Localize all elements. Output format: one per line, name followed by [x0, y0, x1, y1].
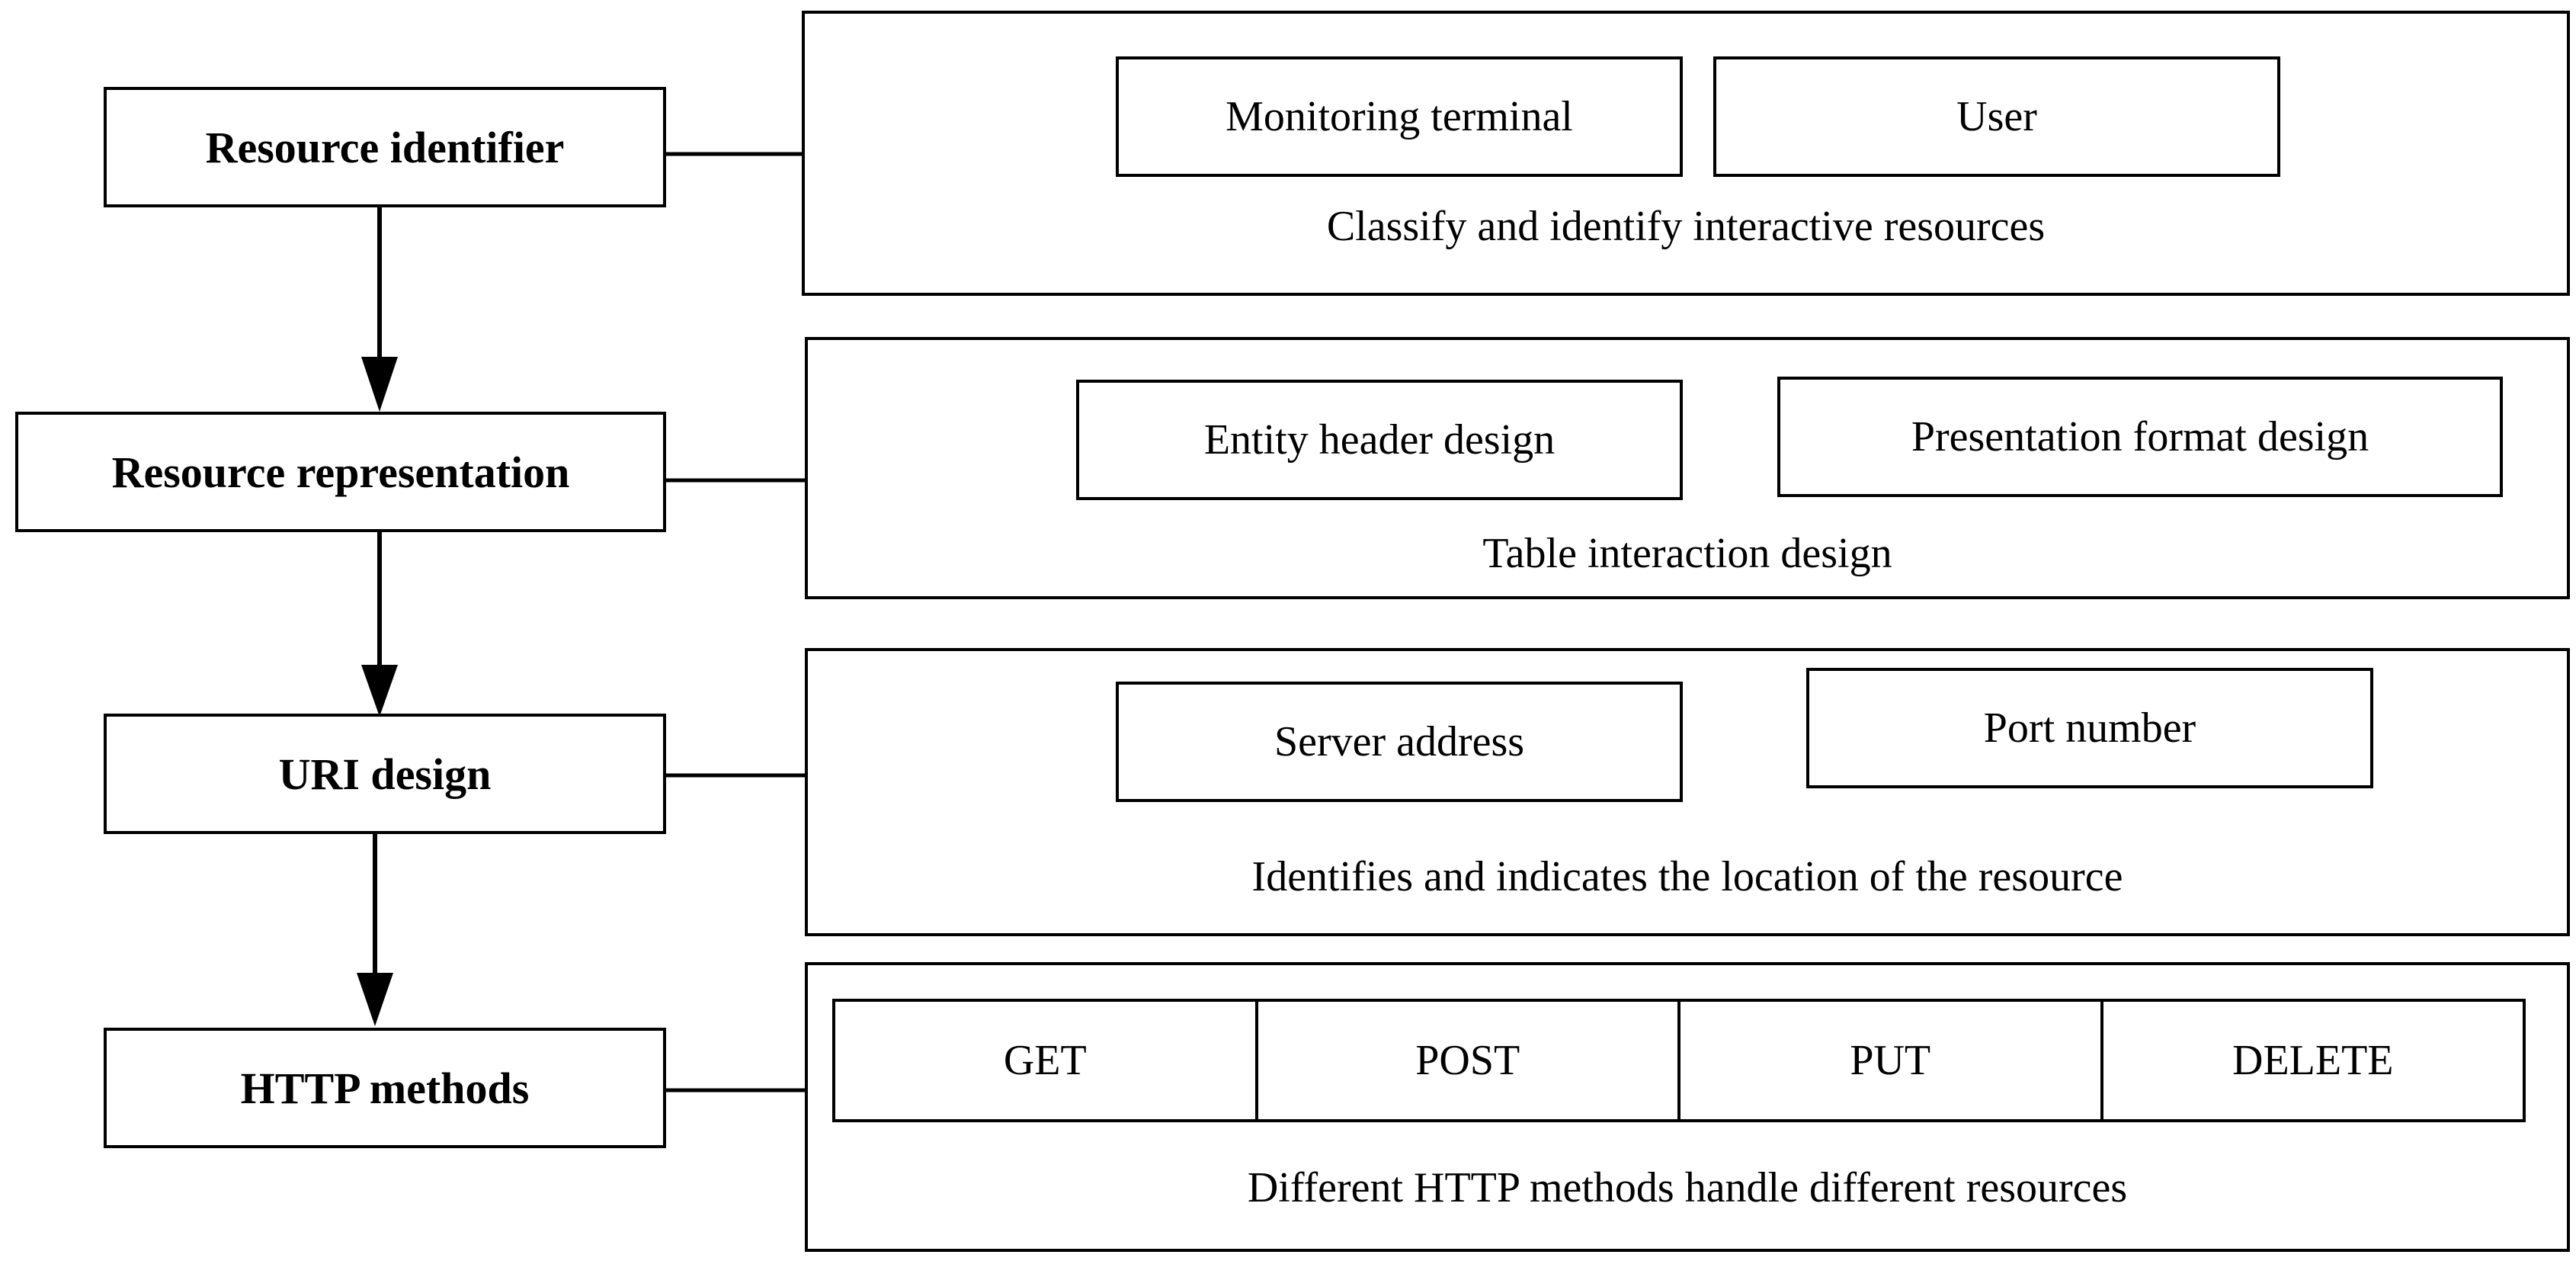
- caption-uri-design: Identifies and indicates the location of…: [1251, 853, 2123, 900]
- method-label: POST: [1415, 1037, 1520, 1084]
- method-post: POST: [1254, 1002, 1678, 1119]
- item-label: User: [1956, 93, 2037, 140]
- item-label: Presentation format design: [1911, 413, 2369, 460]
- flow-arrow-1-head: [361, 357, 398, 412]
- caption-http-methods: Different HTTP methods handle different …: [1247, 1164, 2128, 1211]
- step-title: URI design: [278, 749, 492, 799]
- step-resource-representation: Resource representation: [15, 412, 666, 532]
- item-label: Server address: [1274, 718, 1525, 765]
- item-entity-header-design: Entity header design: [1076, 380, 1683, 500]
- method-delete: DELETE: [2100, 1002, 2523, 1119]
- method-put: PUT: [1677, 1002, 2100, 1119]
- step-resource-identifier: Resource identifier: [104, 87, 666, 207]
- method-label: GET: [1003, 1037, 1087, 1084]
- item-presentation-format-design: Presentation format design: [1777, 377, 2503, 497]
- step-http-methods: HTTP methods: [104, 1028, 666, 1148]
- item-label: Entity header design: [1203, 416, 1556, 464]
- detail-panel-http-methods: [805, 962, 2570, 1252]
- item-port-number: Port number: [1806, 668, 2373, 788]
- item-label: Port number: [1983, 704, 2196, 752]
- detail-panel-resource-identifier: [802, 11, 2570, 296]
- method-label: DELETE: [2232, 1037, 2394, 1084]
- method-get: GET: [835, 1002, 1255, 1119]
- item-label: Monitoring terminal: [1226, 93, 1573, 140]
- item-server-address: Server address: [1116, 682, 1683, 802]
- flow-arrow-2-head: [361, 665, 398, 717]
- step-uri-design: URI design: [104, 714, 666, 834]
- item-monitoring-terminal: Monitoring terminal: [1116, 56, 1683, 177]
- caption-resource-identifier: Classify and identify interactive resour…: [1326, 203, 2046, 250]
- step-title: Resource representation: [111, 447, 570, 497]
- http-method-row: GET POST PUT DELETE: [832, 999, 2526, 1122]
- flow-arrow-3-head: [357, 973, 393, 1026]
- caption-resource-representation: Table interaction design: [1482, 530, 1892, 577]
- method-label: PUT: [1850, 1037, 1931, 1084]
- item-user: User: [1713, 56, 2280, 177]
- step-title: HTTP methods: [240, 1063, 530, 1113]
- step-title: Resource identifier: [205, 122, 565, 172]
